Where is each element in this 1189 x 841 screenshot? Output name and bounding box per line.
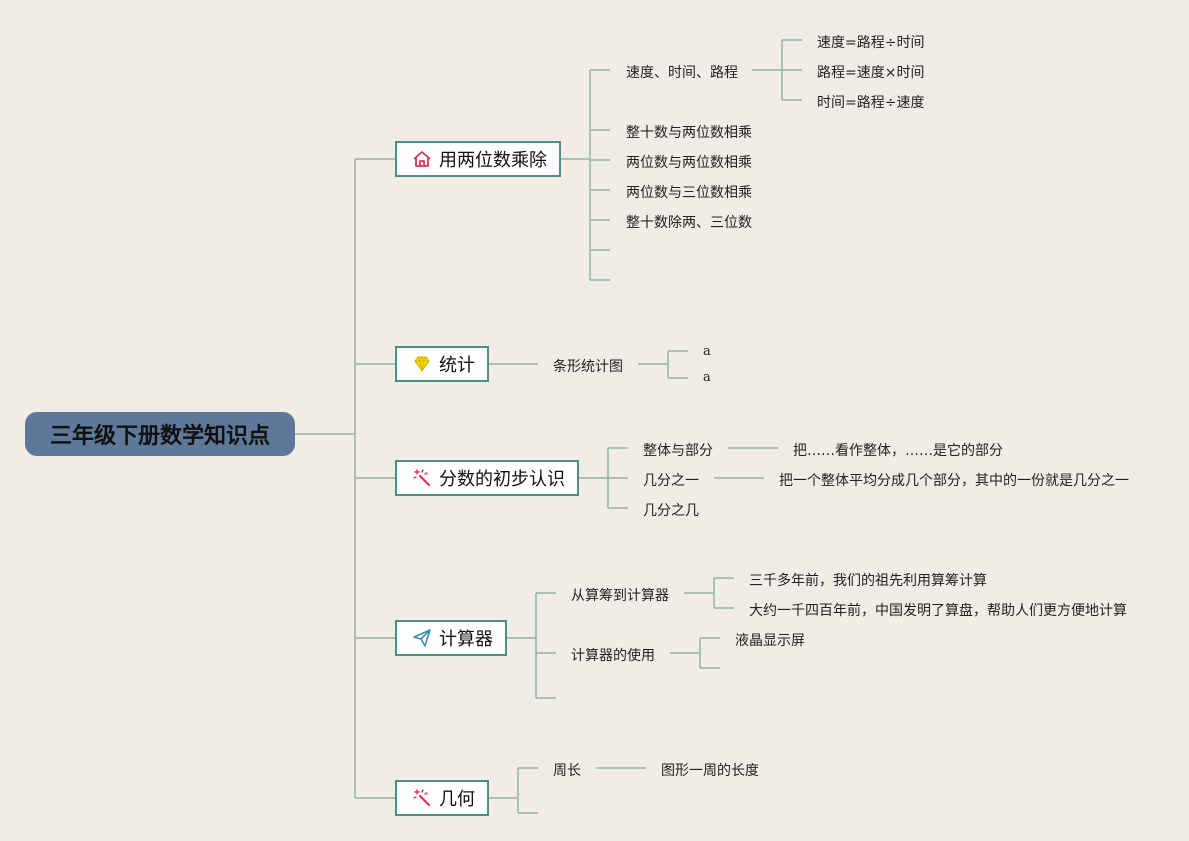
branch-label: 用两位数乘除: [439, 150, 547, 171]
branch-calculator[interactable]: 计算器: [395, 620, 507, 656]
formula-speed[interactable]: 速度=路程÷时间: [817, 35, 925, 51]
branch-geometry[interactable]: 几何: [395, 780, 489, 816]
topic-whole-and-part[interactable]: 整体与部分: [643, 443, 713, 459]
topic-several-nths[interactable]: 几分之几: [643, 503, 699, 519]
leaf-whole-part-definition[interactable]: 把……看作整体，……是它的部分: [793, 443, 1003, 459]
branch-label: 统计: [439, 355, 475, 376]
topic-tens-divide[interactable]: 整十数除两、三位数: [626, 215, 752, 231]
magic-wand-icon: [411, 467, 433, 489]
branch-fractions[interactable]: 分数的初步认识: [395, 460, 579, 496]
formula-time[interactable]: 时间=路程÷速度: [817, 95, 925, 111]
topic-perimeter[interactable]: 周长: [553, 763, 581, 779]
topic-counting-rods-to-calculator[interactable]: 从算筹到计算器: [571, 588, 669, 604]
leaf-one-nth-definition[interactable]: 把一个整体平均分成几个部分，其中的一份就是几分之一: [779, 473, 1129, 489]
formula-distance[interactable]: 路程=速度×时间: [817, 65, 925, 81]
leaf-counting-rods[interactable]: 三千多年前，我们的祖先利用算筹计算: [749, 573, 987, 589]
topic-bar-chart[interactable]: 条形统计图: [553, 359, 623, 375]
paper-plane-icon: [411, 627, 433, 649]
house-icon: [411, 148, 433, 170]
branch-multiply-divide[interactable]: 用两位数乘除: [395, 141, 561, 177]
root-topic[interactable]: 三年级下册数学知识点: [25, 412, 295, 456]
branch-statistics[interactable]: 统计: [395, 346, 489, 382]
leaf-a-2[interactable]: a: [703, 370, 711, 385]
magic-wand-icon: [411, 787, 433, 809]
diamond-icon: [411, 353, 433, 375]
topic-two-times-three-digit[interactable]: 两位数与三位数相乘: [626, 185, 752, 201]
branch-label: 几何: [439, 789, 475, 810]
topic-calculator-usage[interactable]: 计算器的使用: [571, 648, 655, 664]
leaf-a-1[interactable]: a: [703, 344, 711, 359]
topic-speed-time-distance[interactable]: 速度、时间、路程: [626, 65, 738, 81]
topic-tens-times-two-digit[interactable]: 整十数与两位数相乘: [626, 125, 752, 141]
leaf-lcd-screen[interactable]: 液晶显示屏: [735, 633, 805, 649]
topic-two-times-two-digit[interactable]: 两位数与两位数相乘: [626, 155, 752, 171]
leaf-abacus[interactable]: 大约一千四百年前，中国发明了算盘，帮助人们更方便地计算: [749, 603, 1127, 619]
branch-label: 计算器: [439, 629, 493, 650]
topic-one-nth[interactable]: 几分之一: [643, 473, 699, 489]
leaf-perimeter-definition[interactable]: 图形一周的长度: [661, 763, 759, 779]
branch-label: 分数的初步认识: [439, 469, 565, 490]
